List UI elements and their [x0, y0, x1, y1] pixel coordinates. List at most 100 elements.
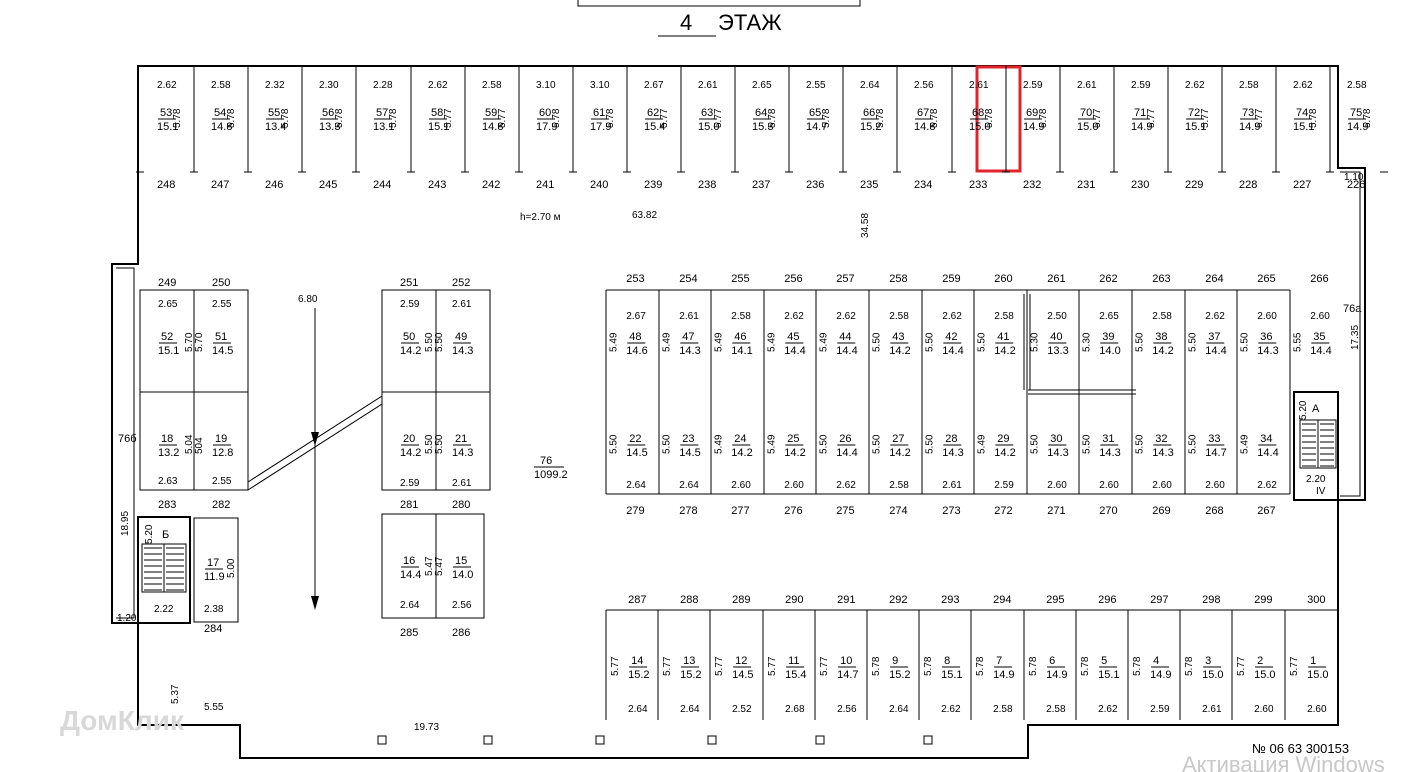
space-number: 249 [158, 277, 176, 289]
space-area: 15.0 [698, 121, 719, 133]
space-area: 14.2 [889, 447, 910, 459]
space-depth: 5.78 [388, 108, 399, 128]
space-area: 14.9 [1239, 121, 1260, 133]
space-depth: 5.30 [1081, 332, 1092, 352]
space-number: 264 [1205, 273, 1223, 285]
space-depth: 5.50 [608, 434, 619, 454]
space-number: 239 [644, 179, 662, 191]
space-width: 2.58 [1046, 704, 1066, 715]
stair-b [137, 516, 191, 624]
space-number: 279 [626, 505, 644, 517]
space-depth: 5.78 [1132, 656, 1143, 676]
space-id: 66 [863, 107, 875, 119]
space-width: 2.65 [158, 299, 178, 310]
space-number: 228 [1239, 179, 1257, 191]
space-id: 6 [1049, 655, 1055, 667]
space-depth: 5.78 [334, 108, 345, 128]
width-total: 63.82 [632, 210, 657, 221]
space-number: 271 [1047, 505, 1065, 517]
space-area: 14.2 [731, 447, 752, 459]
stair-b-depth: 5.20 [144, 524, 155, 544]
space-depth: 5.04 [184, 434, 195, 454]
space-area: 14.4 [836, 345, 857, 357]
space-area: 14.3 [679, 345, 700, 357]
